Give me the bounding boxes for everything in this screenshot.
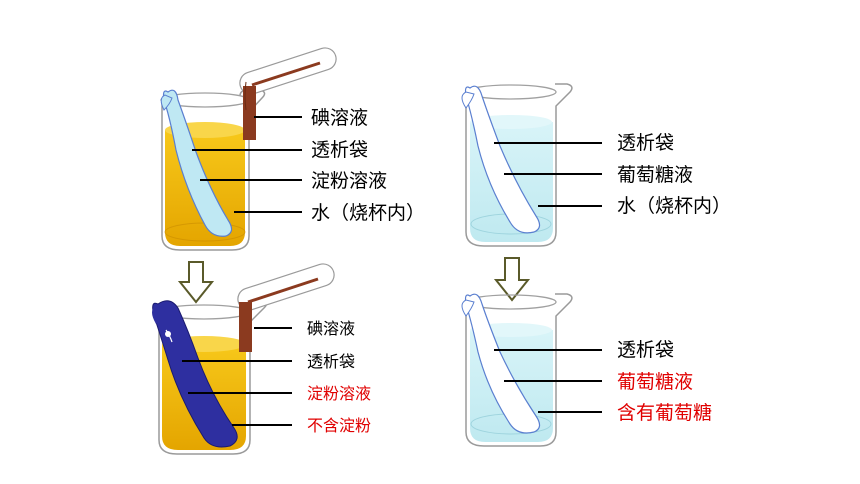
label-glucose-solution: 葡萄糖液 (617, 371, 693, 393)
label-glucose-solution: 葡萄糖液 (617, 164, 693, 186)
label-no-starch: 不含淀粉 (307, 416, 371, 435)
labels-top-right: 透析袋 葡萄糖液 水（烧杯内） (617, 132, 731, 217)
label-contains-glucose: 含有葡萄糖 (617, 402, 712, 424)
beaker-bottom-left (152, 263, 335, 455)
leader-lines-bottom-left (182, 327, 292, 426)
label-iodine-solution: 碘溶液 (307, 319, 355, 338)
label-dialysis-bag: 透析袋 (617, 132, 674, 154)
beaker-top-right (461, 83, 573, 247)
beaker-top-left (160, 47, 337, 251)
label-iodine-solution: 碘溶液 (311, 107, 368, 129)
dialysis-bag (162, 89, 233, 237)
label-water-in-beaker: 水（烧杯内） (617, 195, 731, 217)
leader-lines-top-right (494, 142, 602, 207)
labels-bottom-right: 透析袋 葡萄糖液 含有葡萄糖 (617, 339, 712, 424)
down-arrow-left (177, 261, 215, 304)
dialysis-bag (464, 85, 541, 234)
down-arrow-right (493, 257, 531, 302)
labels-top-left: 碘溶液 透析袋 淀粉溶液 水（烧杯内） (311, 107, 425, 224)
label-water-in-beaker: 水（烧杯内） (311, 202, 425, 224)
label-dialysis-bag: 透析袋 (617, 339, 674, 361)
label-starch-solution: 淀粉溶液 (311, 170, 387, 192)
dropper-tube (239, 47, 337, 140)
dialysis-bag (464, 293, 541, 434)
label-dialysis-bag: 透析袋 (311, 139, 368, 161)
leader-lines-bottom-right (494, 349, 602, 413)
dropper-tube (237, 263, 335, 352)
label-starch-solution: 淀粉溶液 (307, 384, 371, 403)
leader-lines-top-left (192, 116, 302, 213)
beaker-bottom-right (461, 293, 573, 447)
label-dialysis-bag: 透析袋 (307, 352, 355, 371)
labels-bottom-left: 碘溶液 透析袋 淀粉溶液 不含淀粉 (307, 319, 371, 435)
dialysis-bag-stained (152, 300, 238, 448)
